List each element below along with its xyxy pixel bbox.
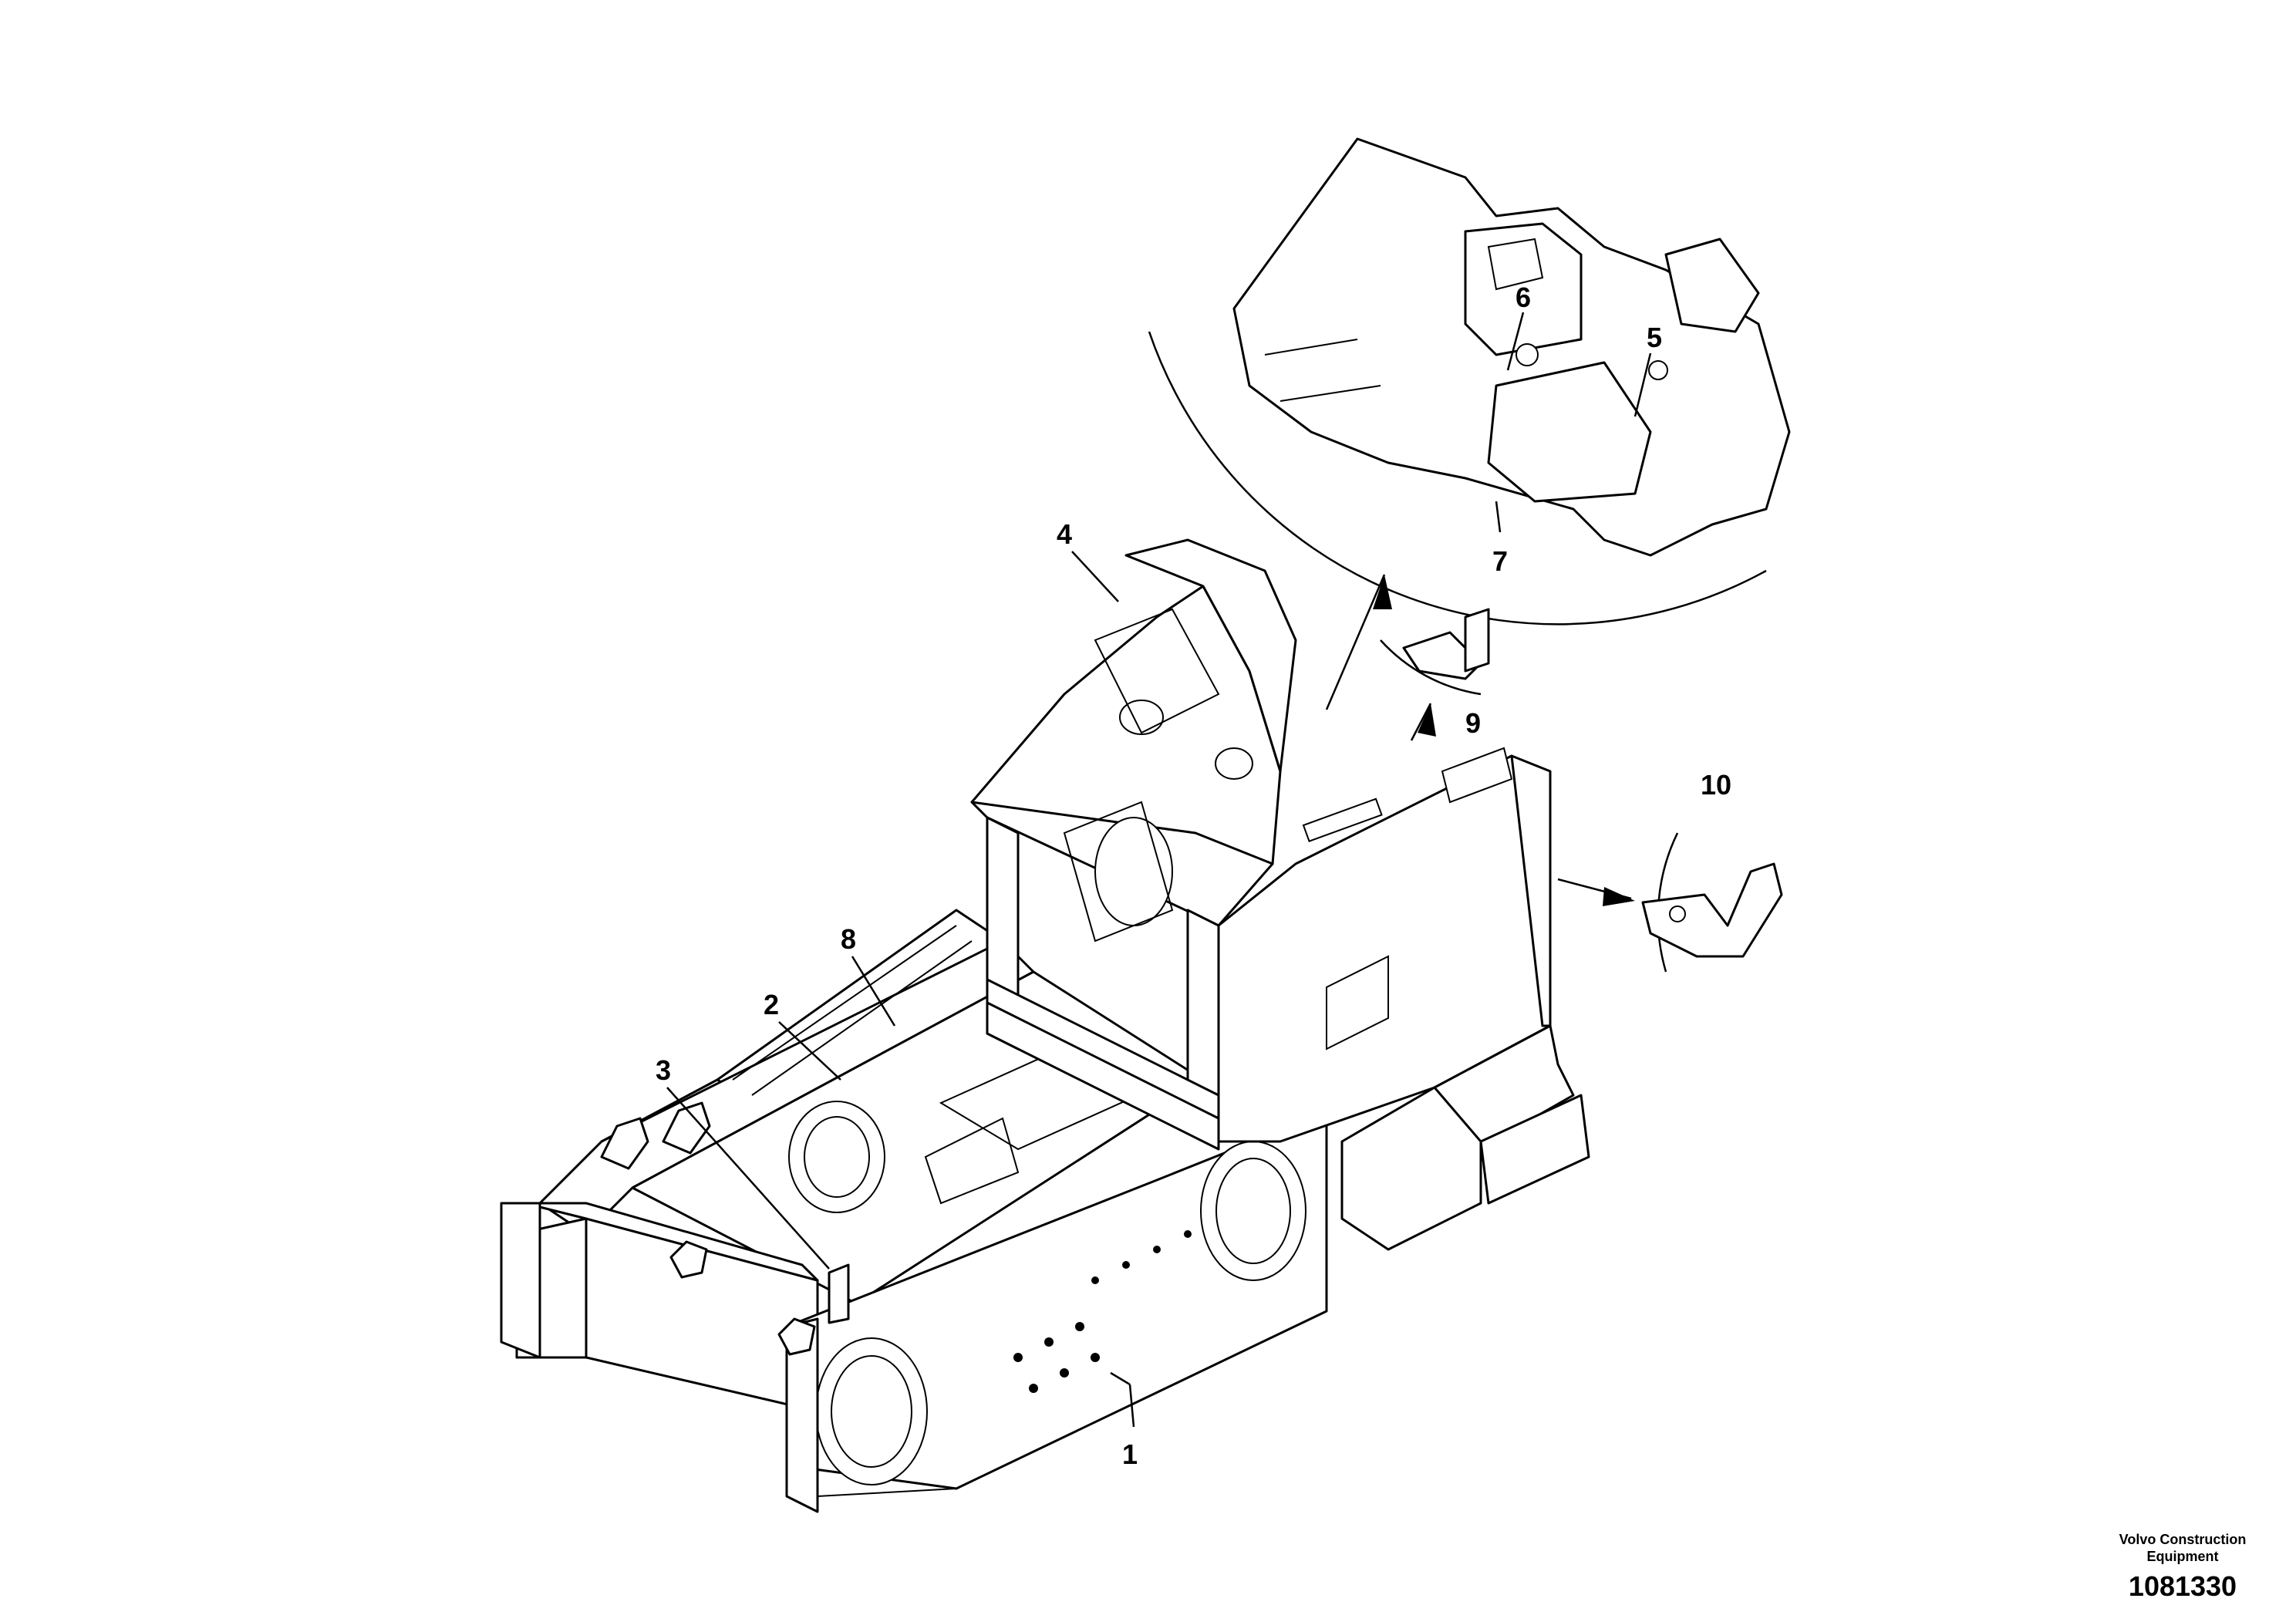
callout-3: 3: [656, 1054, 671, 1086]
tower-structure: [970, 538, 1297, 1151]
callout-7: 7: [1492, 545, 1508, 577]
bracket-10: [1557, 832, 1783, 973]
callout-8: 8: [841, 923, 856, 955]
detail-inset: [1148, 137, 1791, 710]
rear-housing: [1217, 747, 1590, 1251]
bracket-9: [1380, 608, 1490, 741]
callout-6: 6: [1515, 282, 1531, 313]
callout-9: 9: [1465, 707, 1481, 739]
callout-1: 1: [1122, 1438, 1138, 1470]
brand-line-1: Volvo Construction: [2119, 1532, 2247, 1547]
callout-5: 5: [1647, 322, 1662, 353]
brand-line-2: Equipment: [2146, 1549, 2219, 1564]
callout-10: 10: [1701, 769, 1731, 801]
document-number: 1081330: [2128, 1570, 2237, 1602]
callout-4: 4: [1057, 518, 1072, 550]
callout-2: 2: [764, 989, 779, 1020]
